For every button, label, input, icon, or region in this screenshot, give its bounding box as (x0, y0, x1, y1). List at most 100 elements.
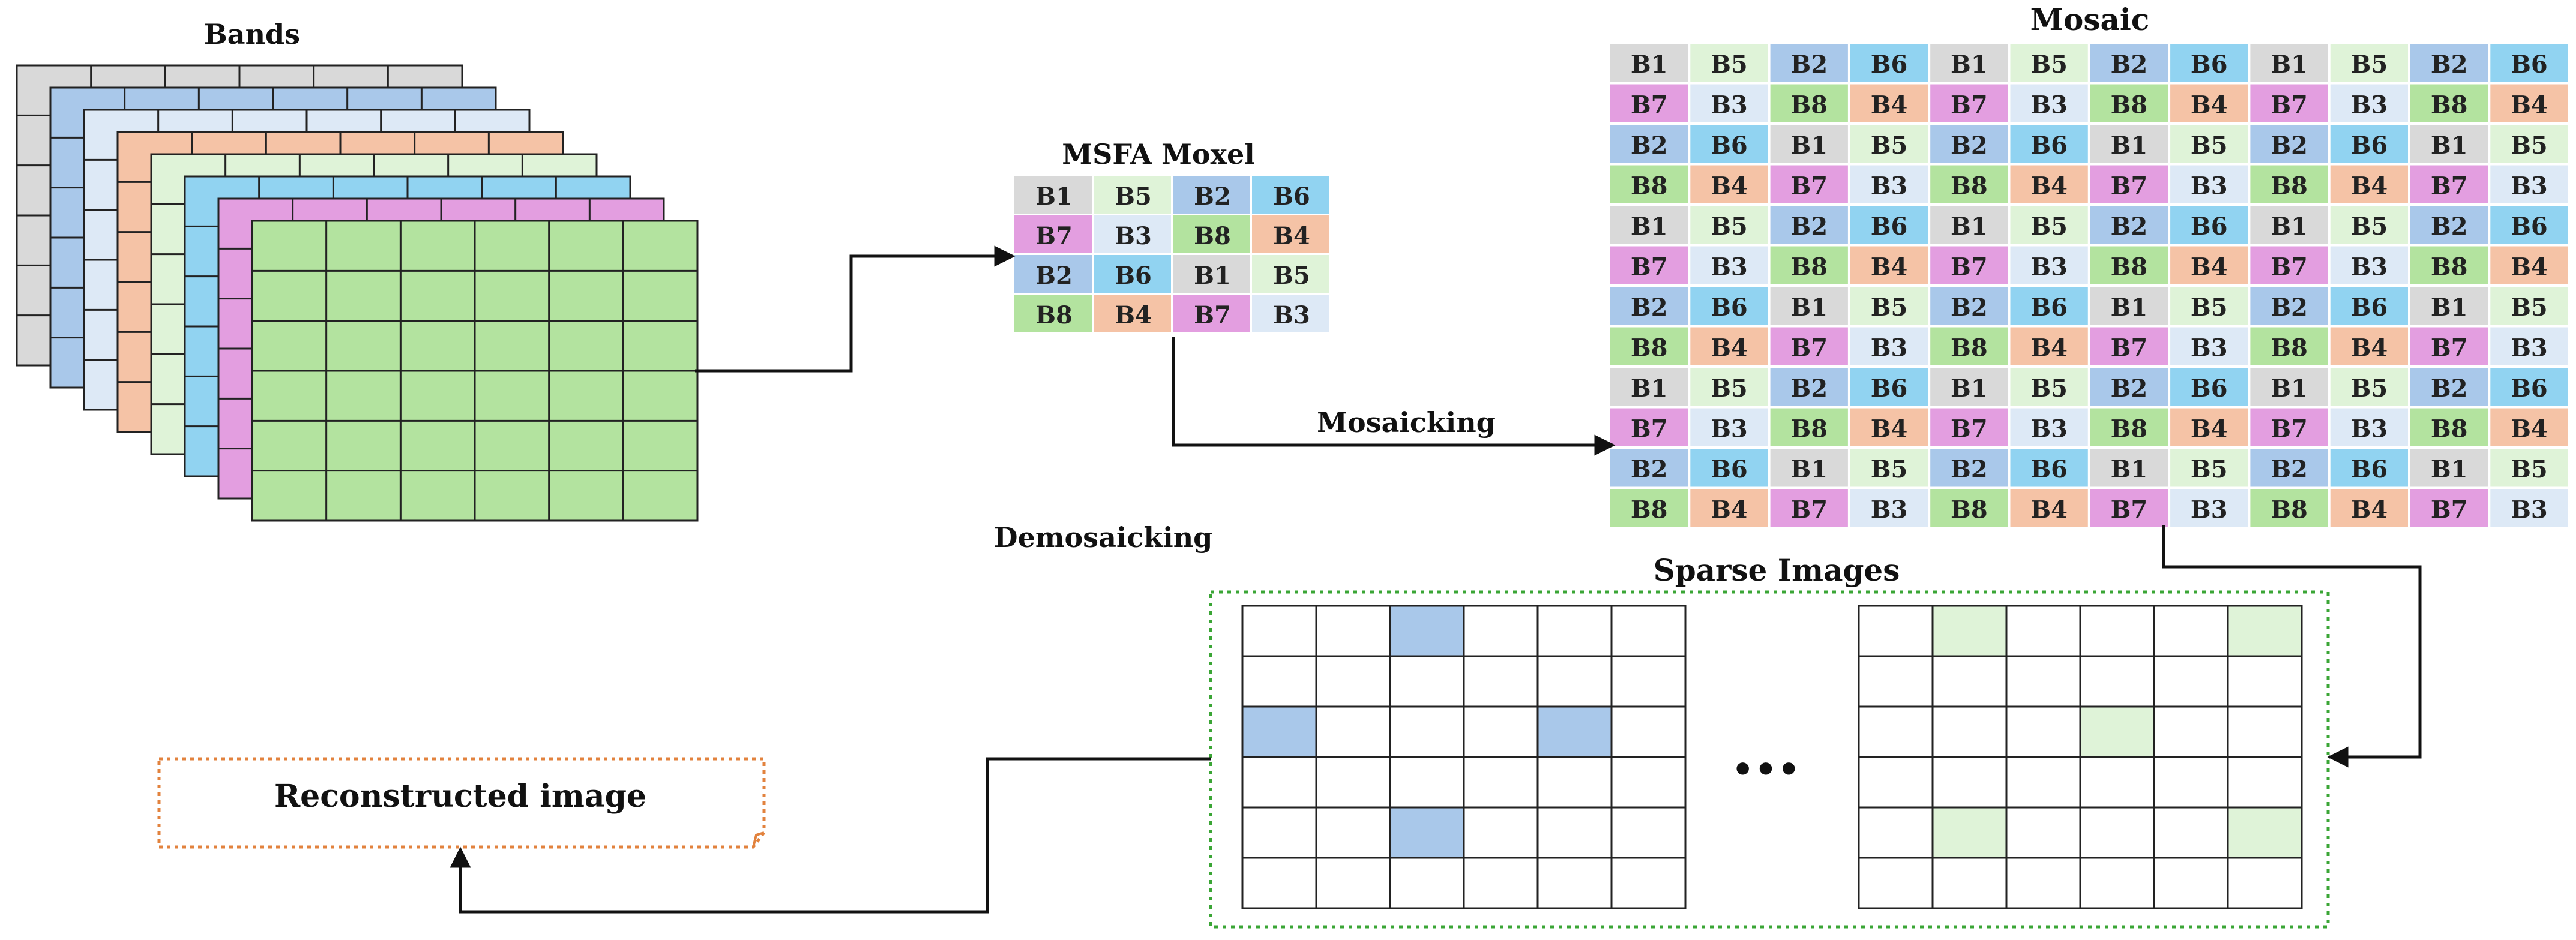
mosaic-cell-label: B2 (1790, 212, 1828, 241)
mosaic-cell (2490, 125, 2568, 163)
mosaic-cell (1690, 165, 1768, 203)
mosaic-cell (1930, 44, 2008, 82)
mosaic-cell-label: B7 (2111, 495, 2148, 524)
mosaic-cell (2410, 408, 2488, 446)
mosaic-cell (1610, 327, 1688, 365)
mosaic-cell-label: B1 (1951, 212, 1988, 241)
moxel-cell-label: B3 (1115, 222, 1152, 250)
arrow-bands-to-moxel (695, 245, 1016, 373)
mosaic-cell (2490, 287, 2568, 325)
sparse-cell (2079, 756, 2155, 809)
mosaic-cell-label: B7 (1951, 415, 1988, 443)
moxel-cell (1252, 255, 1329, 293)
mosaic-cell (1930, 165, 2008, 203)
sparse-grid-b2 (1241, 605, 1687, 909)
mosaic-cell-label: B1 (1790, 131, 1828, 160)
mosaic-cell (1770, 489, 1848, 527)
mosaic-cell-label: B6 (1871, 212, 1908, 241)
mosaic-cell-label: B2 (2111, 374, 2148, 403)
mosaic-cell-label: B3 (2191, 495, 2228, 524)
mosaic-cell-label: B5 (1871, 455, 1908, 483)
mosaic-cell (2330, 44, 2408, 82)
mosaic-cell (1690, 206, 1768, 244)
sparse-cell (1463, 756, 1539, 809)
sparse-cell-filled (2227, 605, 2303, 657)
sparse-cell (1241, 655, 1317, 708)
mosaic-cell-label: B5 (1871, 293, 1908, 322)
mosaic-cell-label: B8 (1951, 334, 1988, 362)
mosaic-cell (2490, 206, 2568, 244)
mosaic-cell (2090, 327, 2168, 365)
mosaic-cell-label: B1 (2271, 374, 2308, 403)
mosaic-cell-label: B5 (1711, 50, 1748, 79)
sparse-cell (1463, 705, 1539, 758)
moxel-cell (1173, 215, 1250, 253)
sparse-cell (2005, 605, 2081, 657)
sparse-cell (1858, 605, 1934, 657)
sparse-cell-filled (2079, 705, 2155, 758)
mosaic-cell-label: B1 (1631, 374, 1668, 403)
mosaic-cell (2090, 246, 2168, 284)
mosaic-cell (2010, 408, 2088, 446)
ellipsis: ... (1732, 712, 1801, 789)
sparse-cell (1389, 655, 1465, 708)
mosaic-cell (1930, 84, 2008, 122)
mosaic-cell (1690, 449, 1768, 487)
sparse-cell-filled (1931, 605, 2008, 657)
mosaic-cell-label: B8 (1790, 415, 1828, 443)
mosaic-cell-label: B4 (2351, 495, 2388, 524)
mosaic-cell-label: B4 (2191, 91, 2228, 119)
mosaic-cell-label: B7 (2271, 253, 2308, 281)
mosaic-cell (1690, 489, 1768, 527)
moxel-cell-label: B7 (1194, 301, 1231, 329)
mosaic-cell (2250, 246, 2328, 284)
mosaic-cell (1770, 408, 1848, 446)
sparse-cell (2227, 655, 2303, 708)
mosaic-cell-label: B3 (2191, 334, 2228, 362)
mosaic-cell-label: B4 (2030, 495, 2068, 524)
sparse-cell (2153, 756, 2229, 809)
mosaic-cell (1930, 287, 2008, 325)
sparse-cell (1463, 605, 1539, 657)
mosaic-cell-label: B8 (2111, 415, 2148, 443)
mosaic-cell (1610, 489, 1688, 527)
band-stack (16, 64, 699, 522)
mosaic-cell-label: B8 (1631, 172, 1668, 200)
mosaic-cell (1610, 449, 1688, 487)
mosaic-cell (2330, 84, 2408, 122)
mosaic-cell-label: B8 (2271, 334, 2308, 362)
mosaic-cell-label: B6 (2351, 455, 2388, 483)
mosaic-cell-label: B6 (2511, 50, 2548, 79)
mosaic-cell-label: B6 (2351, 131, 2388, 160)
sparse-cell (2005, 806, 2081, 859)
demosaicking-label: Demosaicking (994, 521, 1213, 554)
mosaic-cell-label: B5 (2030, 50, 2068, 79)
mosaic-cell (1850, 368, 1928, 406)
mosaic-cell-label: B5 (2511, 131, 2548, 160)
sparse-cell (1536, 806, 1613, 859)
moxel-cell (1173, 255, 1250, 293)
moxel-cell-label: B3 (1273, 301, 1310, 329)
mosaic-cell-label: B7 (2431, 172, 2468, 200)
sparse-cell (2079, 857, 2155, 909)
mosaic-cell-label: B7 (2271, 415, 2308, 443)
moxel-cell-label: B6 (1115, 262, 1152, 290)
sparse-cell (2227, 705, 2303, 758)
reconstructed-box-fold (752, 831, 765, 848)
mosaic-cell (2410, 449, 2488, 487)
mosaic-cell (1930, 206, 2008, 244)
sparse-cell (1463, 857, 1539, 909)
mosaic-cell (2410, 327, 2488, 365)
mosaic-cell (2330, 246, 2408, 284)
mosaic-cell (2010, 287, 2088, 325)
mosaic-cell (1610, 287, 1688, 325)
mosaic-cell-label: B4 (1871, 91, 1908, 119)
mosaic-cell (2250, 287, 2328, 325)
mosaic-cell-label: B4 (1871, 253, 1908, 281)
moxel-cell (1094, 255, 1171, 293)
mosaic-cell-label: B1 (2111, 131, 2148, 160)
mosaic-cell (2410, 287, 2488, 325)
mosaic-cell (2330, 287, 2408, 325)
mosaic-cell-label: B4 (2030, 334, 2068, 362)
